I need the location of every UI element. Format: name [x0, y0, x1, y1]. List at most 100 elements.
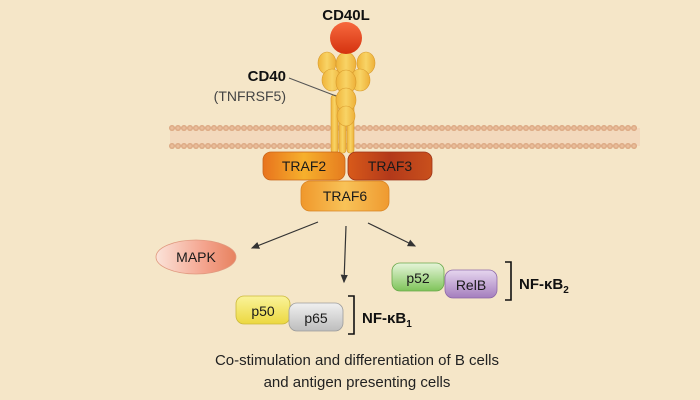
membrane-lipid-head — [571, 143, 577, 149]
membrane-lipid-head — [193, 143, 199, 149]
membrane-lipid-head — [421, 125, 427, 131]
nfkb2-bracket — [505, 261, 512, 301]
membrane-lipid-head — [289, 143, 295, 149]
membrane-lipid-head — [607, 125, 613, 131]
membrane-lipid-head — [271, 125, 277, 131]
membrane-lipid-head — [631, 143, 637, 149]
membrane-lipid-head — [463, 125, 469, 131]
p52-label: p52 — [406, 270, 430, 286]
membrane-lipid-head — [475, 143, 481, 149]
membrane-lipid-head — [529, 125, 535, 131]
membrane-lipid-head — [199, 125, 205, 131]
membrane-lipid-head — [499, 143, 505, 149]
membrane-lipid-head — [181, 125, 187, 131]
membrane-lipid-head — [271, 143, 277, 149]
caption-line-1: Co-stimulation and differentiation of B … — [215, 352, 499, 369]
membrane-lipid-head — [457, 143, 463, 149]
membrane-lipid-head — [295, 125, 301, 131]
membrane-lipid-head — [253, 125, 259, 131]
membrane-lipid-head — [439, 143, 445, 149]
nfkb2-label: NF-κB2 — [519, 276, 569, 296]
membrane-lipid-head — [355, 125, 361, 131]
nfkb1-label: NF-κB1 — [362, 310, 412, 330]
membrane-lipid-head — [283, 143, 289, 149]
membrane-lipid-head — [217, 125, 223, 131]
membrane-lipid-head — [517, 143, 523, 149]
p65-label: p65 — [304, 310, 328, 326]
cd40-alias-label: (TNFRSF5) — [214, 88, 286, 104]
membrane-lipid-head — [367, 125, 373, 131]
membrane-lipid-head — [613, 143, 619, 149]
membrane-lipid-head — [397, 125, 403, 131]
membrane-lipid-head — [205, 143, 211, 149]
caption-line-2: and antigen presenting cells — [264, 374, 451, 391]
traf6-shape — [300, 180, 390, 212]
membrane-lipid-head — [601, 125, 607, 131]
membrane-lipid-head — [625, 143, 631, 149]
membrane-lipid-head — [433, 143, 439, 149]
membrane-lipid-head — [565, 125, 571, 131]
membrane-lipid-head — [427, 143, 433, 149]
membrane-lipid-head — [517, 125, 523, 131]
membrane-lipid-head — [259, 125, 265, 131]
membrane-lipid-head — [277, 125, 283, 131]
cell-membrane — [169, 125, 640, 149]
membrane-lipid-head — [589, 125, 595, 131]
membrane-lipid-head — [325, 143, 331, 149]
membrane-lipid-head — [523, 125, 529, 131]
cd40-label: CD40 — [248, 68, 286, 85]
membrane-lipid-head — [235, 143, 241, 149]
membrane-lipid-head — [523, 143, 529, 149]
membrane-lipid-head — [535, 125, 541, 131]
membrane-lipid-head — [493, 143, 499, 149]
membrane-lipid-head — [619, 143, 625, 149]
membrane-lipid-head — [553, 143, 559, 149]
nfkb1-bracket — [348, 295, 355, 335]
nfkb1-complex: p50 p65 NF-κB1 — [235, 295, 412, 335]
membrane-lipid-head — [361, 125, 367, 131]
membrane-lipid-head — [601, 143, 607, 149]
membrane-heads-top — [169, 125, 637, 131]
cd40-receptor — [317, 51, 376, 154]
membrane-lipid-head — [415, 143, 421, 149]
membrane-lipid-head — [313, 125, 319, 131]
traf2-block: TRAF2 — [262, 151, 346, 181]
membrane-lipid-head — [319, 143, 325, 149]
membrane-lipid-head — [511, 125, 517, 131]
membrane-lipid-head — [457, 125, 463, 131]
membrane-lipid-head — [403, 143, 409, 149]
p52-shape — [391, 262, 445, 292]
membrane-lipid-head — [481, 125, 487, 131]
membrane-lipid-head — [481, 143, 487, 149]
membrane-lipid-head — [367, 143, 373, 149]
membrane-lipid-head — [373, 143, 379, 149]
membrane-lipid-head — [241, 125, 247, 131]
membrane-lipid-head — [559, 143, 565, 149]
membrane-lipid-head — [445, 143, 451, 149]
membrane-lipid-head — [259, 143, 265, 149]
membrane-lipid-head — [547, 143, 553, 149]
membrane-lipid-head — [295, 143, 301, 149]
membrane-lipid-head — [265, 125, 271, 131]
membrane-lipid-head — [391, 125, 397, 131]
membrane-lipid-head — [403, 125, 409, 131]
membrane-lipid-head — [355, 143, 361, 149]
arrow-to-nfkb1 — [340, 225, 348, 284]
membrane-lipid-head — [409, 125, 415, 131]
traf6-label: TRAF6 — [323, 188, 368, 204]
membrane-lipid-head — [235, 125, 241, 131]
cd40l-label: CD40L — [322, 7, 370, 24]
membrane-lipid-head — [583, 143, 589, 149]
membrane-lipid-head — [247, 125, 253, 131]
membrane-lipid-head — [253, 143, 259, 149]
membrane-lipid-head — [433, 125, 439, 131]
membrane-lipid-head — [511, 143, 517, 149]
cd40-leader-line — [288, 77, 337, 97]
membrane-lipid-head — [241, 143, 247, 149]
membrane-lipid-head — [313, 143, 319, 149]
membrane-lipid-head — [205, 125, 211, 131]
mapk-label: MAPK — [176, 249, 216, 265]
arrow-to-nfkb2 — [367, 222, 417, 247]
relb-label: RelB — [456, 277, 486, 293]
